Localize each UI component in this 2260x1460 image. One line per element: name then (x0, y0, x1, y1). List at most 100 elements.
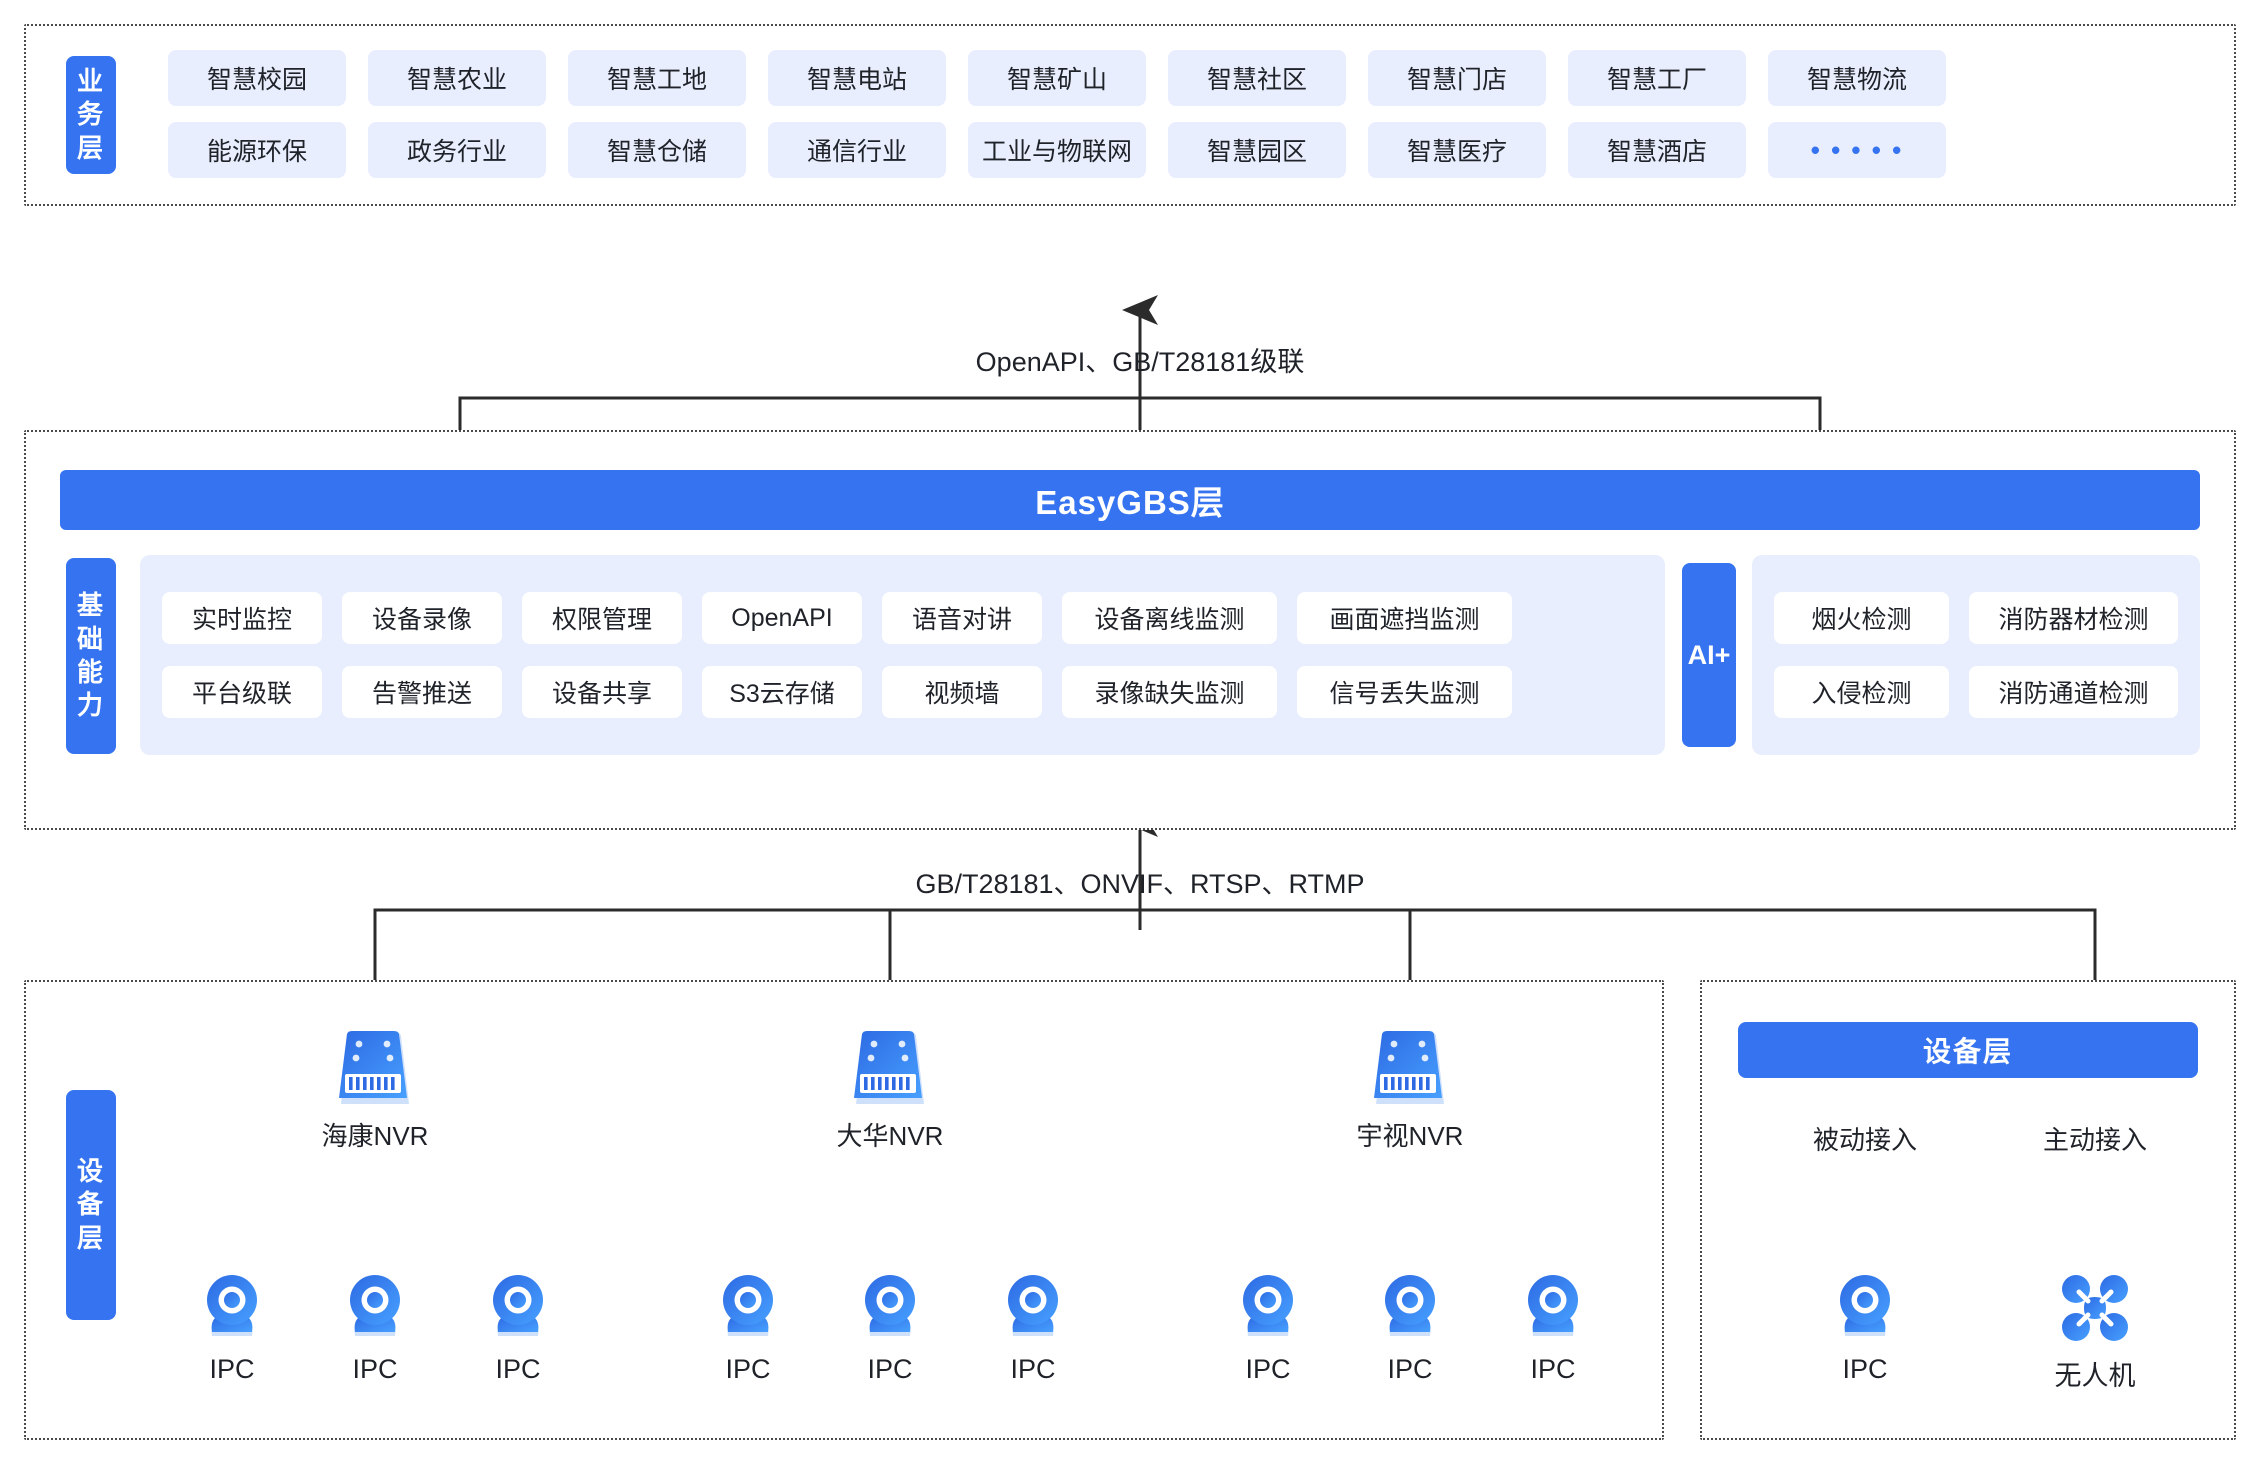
business-layer-tag-char-2: 层 (76, 132, 105, 163)
ipc-node[interactable]: IPC (846, 1272, 934, 1385)
ipc-label: IPC (495, 1354, 541, 1384)
easygbs-bar[interactable]: EasyGBS层 (60, 470, 2200, 530)
capability-item[interactable]: 视频墙 (882, 666, 1042, 718)
ipc-label: IPC (725, 1354, 771, 1384)
device-layer-tag-char-0: 设 (76, 1156, 105, 1187)
business-chip[interactable]: 智慧门店 (1368, 50, 1546, 106)
device-layer-tag-char-2: 层 (76, 1222, 105, 1253)
nvr-label: 海康NVR (321, 1121, 429, 1151)
ipc-label: IPC (1842, 1354, 1888, 1384)
passive-ipc-node[interactable]: IPC (1821, 1272, 1909, 1385)
capability-item[interactable]: 语音对讲 (882, 592, 1042, 644)
access-label-active: 主动接入 (2042, 1125, 2147, 1155)
business-chip[interactable]: 智慧工地 (568, 50, 746, 106)
camera-icon (723, 1275, 773, 1336)
ipc-node[interactable]: IPC (704, 1272, 792, 1385)
capability-row-2: 平台级联 告警推送 设备共享 S3云存储 视频墙 录像缺失监测 信号丢失监测 (162, 666, 1643, 718)
connector-label-top: OpenAPI、GB/T28181级联 (975, 347, 1305, 377)
business-layer-tag-char-0: 业 (76, 66, 105, 97)
drone-node[interactable]: 无人机 (2040, 1272, 2150, 1393)
business-layer-tag: 业 务 层 (66, 56, 116, 174)
business-chip[interactable]: 智慧园区 (1168, 122, 1346, 178)
capability-item[interactable]: 设备离线监测 (1062, 592, 1277, 644)
ipc-node[interactable]: IPC (989, 1272, 1077, 1385)
ai-capability-item[interactable]: 烟火检测 (1774, 592, 1949, 644)
business-chip-more[interactable]: • • • • • (1768, 122, 1946, 178)
ipc-label: IPC (1010, 1354, 1056, 1384)
business-chip[interactable]: 智慧校园 (168, 50, 346, 106)
business-chip-row-1: 智慧校园 智慧农业 智慧工地 智慧电站 智慧矿山 智慧社区 智慧门店 智慧工厂 … (168, 50, 1946, 106)
ipc-node[interactable]: IPC (331, 1272, 419, 1385)
ipc-node[interactable]: IPC (188, 1272, 276, 1385)
capability-item[interactable]: 画面遮挡监测 (1297, 592, 1512, 644)
camera-icon (1243, 1275, 1293, 1336)
ipc-node[interactable]: IPC (474, 1272, 562, 1385)
business-chip[interactable]: 智慧酒店 (1568, 122, 1746, 178)
capability-item[interactable]: 权限管理 (522, 592, 682, 644)
business-layer-tag-char-1: 务 (76, 99, 105, 130)
ipc-node[interactable]: IPC (1366, 1272, 1454, 1385)
ai-plus-tag: AI+ (1682, 563, 1736, 747)
capability-item[interactable]: 平台级联 (162, 666, 322, 718)
camera-icon (1385, 1275, 1435, 1336)
business-chip[interactable]: 智慧工厂 (1568, 50, 1746, 106)
business-chip[interactable]: 智慧矿山 (968, 50, 1146, 106)
access-label-passive: 被动接入 (1812, 1125, 1917, 1155)
ipc-node[interactable]: IPC (1224, 1272, 1312, 1385)
nvr-label: 宇视NVR (1356, 1121, 1464, 1151)
capability-item[interactable]: 告警推送 (342, 666, 502, 718)
ipc-label: IPC (1530, 1354, 1576, 1384)
camera-icon (493, 1275, 543, 1336)
business-chip-row-2: 能源环保 政务行业 智慧仓储 通信行业 工业与物联网 智慧园区 智慧医疗 智慧酒… (168, 122, 1946, 178)
camera-icon (865, 1275, 915, 1336)
capability-item[interactable]: S3云存储 (702, 666, 862, 718)
drone-icon (2062, 1275, 2128, 1341)
camera-icon (1008, 1275, 1058, 1336)
capability-item[interactable]: 实时监控 (162, 592, 322, 644)
business-chip[interactable]: 智慧物流 (1768, 50, 1946, 106)
ai-capability-row-1: 烟火检测 消防器材检测 (1774, 592, 2178, 644)
capability-layer-tag-char-1: 础 (76, 623, 105, 654)
ai-capability-item[interactable]: 入侵检测 (1774, 666, 1949, 718)
nvr-node-haikang[interactable]: 海康NVR (300, 1030, 450, 1153)
business-chip[interactable]: 智慧医疗 (1368, 122, 1546, 178)
camera-icon (207, 1275, 257, 1336)
nvr-node-uniview[interactable]: 宇视NVR (1335, 1030, 1485, 1153)
device-layer-bar[interactable]: 设备层 (1738, 1022, 2198, 1078)
business-chip[interactable]: 能源环保 (168, 122, 346, 178)
business-chip[interactable]: 政务行业 (368, 122, 546, 178)
business-chip[interactable]: 智慧社区 (1168, 50, 1346, 106)
capability-layer-tag-char-0: 基 (76, 590, 105, 621)
nvr-label: 大华NVR (836, 1121, 944, 1151)
capability-item[interactable]: 设备录像 (342, 592, 502, 644)
capability-layer-tag-char-3: 力 (76, 690, 105, 721)
nvr-node-dahua[interactable]: 大华NVR (815, 1030, 965, 1153)
ipc-label: IPC (867, 1354, 913, 1384)
capability-panel: 实时监控 设备录像 权限管理 OpenAPI 语音对讲 设备离线监测 画面遮挡监… (140, 555, 1665, 755)
capability-layer-tag: 基 础 能 力 (66, 558, 116, 754)
business-chip[interactable]: 智慧仓储 (568, 122, 746, 178)
nvr-icon (854, 1031, 924, 1104)
ai-capability-panel: 烟火检测 消防器材检测 入侵检测 消防通道检测 (1752, 555, 2200, 755)
capability-item[interactable]: 设备共享 (522, 666, 682, 718)
nvr-icon (339, 1031, 409, 1104)
ipc-label: IPC (209, 1354, 255, 1384)
ai-capability-item[interactable]: 消防通道检测 (1969, 666, 2178, 718)
ipc-label: IPC (1387, 1354, 1433, 1384)
ipc-node[interactable]: IPC (1509, 1272, 1597, 1385)
connector-label-bottom: GB/T28181、ONVIF、RTSP、RTMP (915, 869, 1365, 899)
camera-icon (350, 1275, 400, 1336)
capability-item[interactable]: OpenAPI (702, 592, 862, 644)
business-chip[interactable]: 智慧电站 (768, 50, 946, 106)
business-chip[interactable]: 工业与物联网 (968, 122, 1146, 178)
business-chip[interactable]: 通信行业 (768, 122, 946, 178)
device-layer-tag-char-1: 备 (76, 1189, 105, 1220)
nvr-icon (1374, 1031, 1444, 1104)
capability-item[interactable]: 录像缺失监测 (1062, 666, 1277, 718)
capability-row-1: 实时监控 设备录像 权限管理 OpenAPI 语音对讲 设备离线监测 画面遮挡监… (162, 592, 1643, 644)
capability-item[interactable]: 信号丢失监测 (1297, 666, 1512, 718)
business-chip[interactable]: 智慧农业 (368, 50, 546, 106)
ai-capability-item[interactable]: 消防器材检测 (1969, 592, 2178, 644)
ai-capability-row-2: 入侵检测 消防通道检测 (1774, 666, 2178, 718)
